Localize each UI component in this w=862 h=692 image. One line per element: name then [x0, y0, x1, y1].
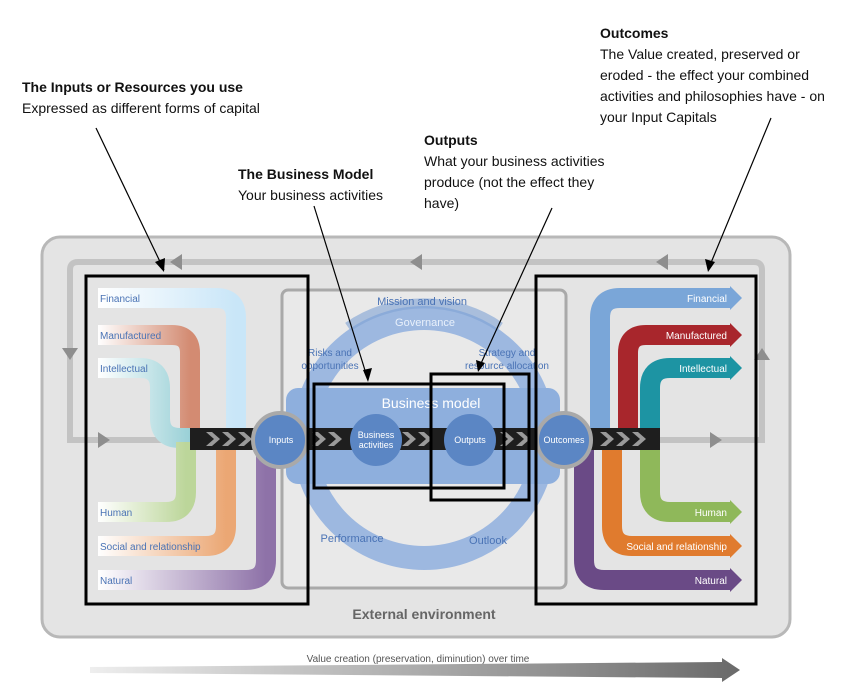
highlight-boxes	[84, 274, 758, 606]
input-flow-human	[98, 442, 196, 522]
outcome-flow-manufactured	[618, 325, 730, 440]
input-label-manufactured: Manufactured	[100, 331, 161, 342]
input-flow-financial	[98, 288, 246, 438]
business-activities-label-2: activities	[359, 440, 394, 450]
timeline-label: Value creation (preservation, diminution…	[307, 654, 530, 665]
pointer-line-outputs	[477, 207, 553, 371]
risks-label-1: Risks and	[308, 348, 352, 359]
input-label-financial: Financial	[100, 294, 140, 305]
input-label-human: Human	[100, 508, 132, 519]
outlook-label: Outlook	[469, 535, 507, 547]
business-activities-label-1: Business	[358, 430, 395, 440]
input-flow-social	[98, 442, 236, 556]
outcome-label-natural: Natural	[695, 576, 727, 587]
pointer-arrowheads	[155, 258, 715, 382]
outcome-flow-natural	[574, 440, 730, 590]
pointer-line-business-model	[313, 205, 369, 381]
annotation-inputs: The Inputs or Resources you use Expresse…	[22, 77, 262, 119]
pointer-line-inputs	[95, 127, 165, 271]
highlight-box-business-model	[312, 382, 506, 490]
inputs-node-label: Inputs	[269, 435, 294, 445]
pointer-lines	[95, 117, 772, 381]
annotation-business-model-body: Your business activities	[238, 187, 384, 203]
strategy-label-1: Strategy and	[479, 348, 536, 359]
highlight-box-inputs	[84, 274, 310, 606]
governance-label: Governance	[395, 317, 455, 329]
input-flow-natural	[98, 442, 276, 590]
annotation-outputs: Outputs What your business activities pr…	[424, 130, 614, 214]
mission-vision-label: Mission and vision	[377, 296, 467, 308]
input-flow-manufactured	[98, 325, 200, 438]
process-chevrons	[206, 432, 646, 446]
outcome-label-financial: Financial	[687, 294, 727, 305]
timeline-arrow	[90, 658, 740, 682]
annotation-outputs-body: What your business activities produce (n…	[424, 153, 605, 211]
annotation-business-model-title: The Business Model	[238, 166, 374, 182]
input-label-intellectual: Intellectual	[100, 364, 148, 375]
annotation-inputs-body: Expressed as different forms of capital	[22, 100, 260, 116]
outputs-node	[444, 414, 496, 466]
business-activities-node	[350, 414, 402, 466]
outcome-label-manufactured: Manufactured	[666, 331, 727, 342]
highlight-box-outcomes	[534, 274, 758, 606]
outputs-node-label: Outputs	[454, 435, 486, 445]
input-label-natural: Natural	[100, 576, 132, 587]
annotation-outcomes-title: Outcomes	[600, 25, 669, 41]
outcome-arrowheads	[730, 286, 742, 592]
external-environment-label: External environment	[352, 606, 495, 622]
pointer-line-outcomes	[707, 117, 772, 271]
highlight-box-outputs	[429, 372, 531, 502]
outcome-flow-social	[602, 440, 730, 556]
strategy-label-2: resource allocation	[465, 361, 549, 372]
performance-label: Performance	[321, 533, 384, 545]
annotation-business-model: The Business Model Your business activit…	[238, 164, 418, 206]
input-flow-intellectual	[98, 358, 200, 448]
risks-label-2: opportunities	[301, 361, 358, 372]
annotation-outcomes: Outcomes The Value created, preserved or…	[600, 23, 840, 128]
outcome-label-human: Human	[695, 508, 727, 519]
outcome-flow-financial	[590, 288, 730, 440]
outcome-label-intellectual: Intellectual	[679, 364, 727, 375]
outcome-label-social: Social and relationship	[626, 542, 727, 553]
governance-arc	[345, 298, 503, 332]
annotation-inputs-title: The Inputs or Resources you use	[22, 79, 243, 95]
annotation-outputs-title: Outputs	[424, 132, 478, 148]
annotation-outcomes-body: The Value created, preserved or eroded -…	[600, 46, 825, 125]
loop-arrows	[62, 254, 770, 448]
outcome-flow-human	[640, 440, 730, 522]
outcome-flow-intellectual	[640, 358, 730, 440]
outcomes-node-label: Outcomes	[543, 435, 585, 445]
input-label-social: Social and relationship	[100, 542, 201, 553]
